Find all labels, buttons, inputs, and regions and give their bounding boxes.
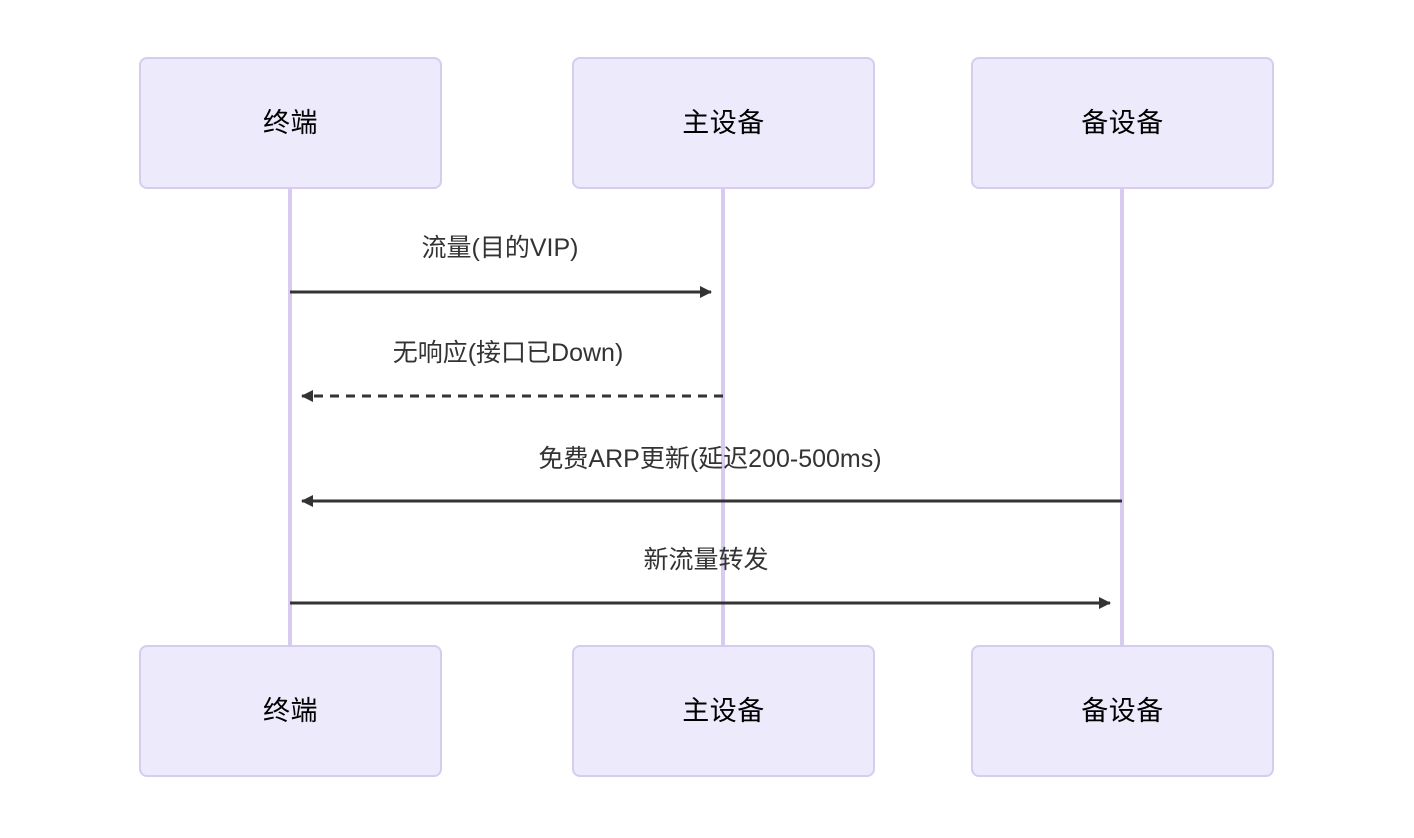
lifeline-backup (1120, 189, 1124, 645)
actor-box-top-terminal[interactable]: 终端 (139, 57, 442, 189)
lifeline-primary (721, 189, 725, 645)
actor-label-terminal-top: 终端 (263, 107, 318, 138)
message-label-2: 无响应(接口已Down) (392, 339, 624, 367)
actor-box-bottom-backup[interactable]: 备设备 (971, 645, 1274, 777)
actor-box-top-primary[interactable]: 主设备 (572, 57, 875, 189)
lifeline-terminal (288, 189, 292, 645)
actor-label-backup-bottom: 备设备 (1081, 695, 1164, 726)
actor-label-backup-top: 备设备 (1081, 107, 1164, 138)
actor-label-primary-bottom: 主设备 (682, 695, 765, 726)
actor-box-bottom-primary[interactable]: 主设备 (572, 645, 875, 777)
message-label-1: 流量(目的VIP) (421, 234, 579, 262)
actor-box-bottom-terminal[interactable]: 终端 (139, 645, 442, 777)
actor-label-terminal-bottom: 终端 (263, 695, 318, 726)
message-label-4: 新流量转发 (643, 546, 769, 574)
actor-box-top-backup[interactable]: 备设备 (971, 57, 1274, 189)
message-label-3: 免费ARP更新(延迟200-500ms) (538, 445, 882, 473)
actor-label-primary-top: 主设备 (682, 107, 765, 138)
